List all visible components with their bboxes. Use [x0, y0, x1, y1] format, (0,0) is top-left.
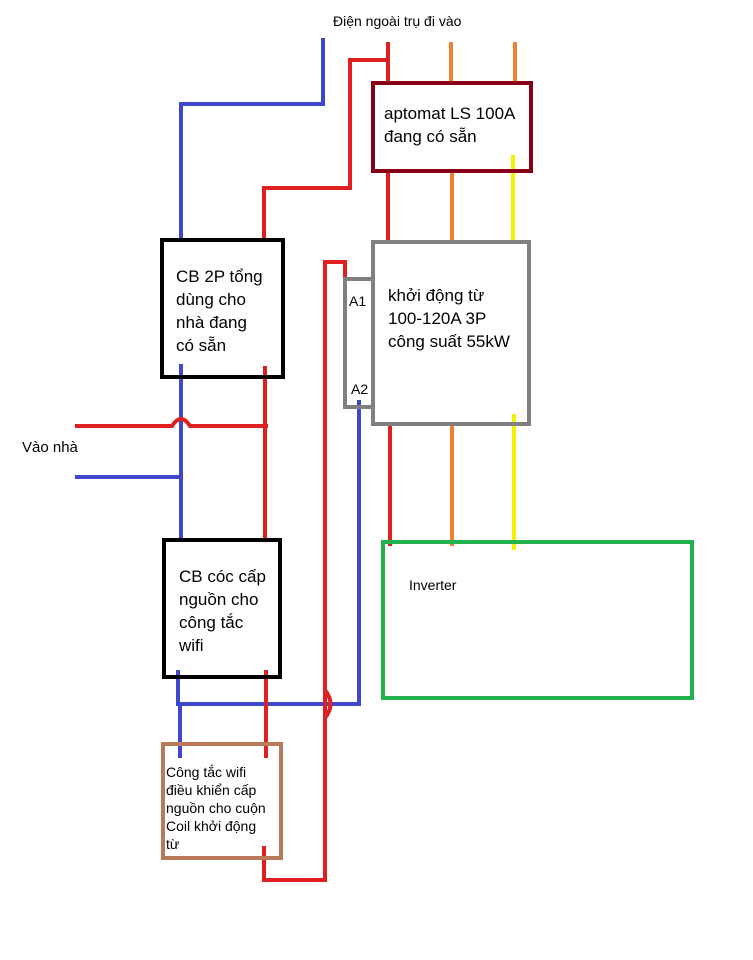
coil-terminal-box — [343, 277, 375, 409]
blue-incoming-wire — [179, 38, 325, 240]
cb-main-label: CB 2P tổng dùng cho nhà đang có sẵn — [176, 267, 263, 355]
cb-main-box — [160, 238, 285, 379]
coil-a2-label: A2 — [351, 381, 369, 397]
blue-wires — [75, 38, 361, 758]
contactor-label: khởi động từ 100-120A 3P công suất 55kW — [388, 286, 510, 351]
red-crossing-hop — [323, 688, 333, 720]
orange-wires — [449, 42, 517, 546]
cb-wifi-label: CB cóc cấp nguồn cho công tắc wifi — [179, 567, 266, 655]
yellow-wires — [511, 155, 516, 550]
wifi-switch-label: Công tắc wifi điều khiển cấp nguồn cho c… — [166, 764, 266, 852]
cb-wifi-box — [162, 538, 282, 679]
red-coil-wire — [262, 260, 347, 882]
incoming-power-label: Điện ngoài trụ đi vào — [333, 13, 462, 29]
inverter-box — [381, 540, 694, 700]
red-house-wire — [75, 417, 268, 428]
aptomat-label: aptomat LS 100A đang có sẵn — [384, 104, 516, 146]
aptomat-box — [371, 81, 533, 173]
red-incoming-wire — [262, 58, 388, 240]
inverter-label: Inverter — [409, 577, 457, 593]
coil-a1-label: A1 — [349, 293, 367, 309]
wifi-switch-box — [161, 742, 283, 860]
red-wires — [75, 42, 392, 882]
house-label: Vào nhà — [22, 439, 78, 456]
blue-wifi-out-wire — [176, 400, 361, 706]
